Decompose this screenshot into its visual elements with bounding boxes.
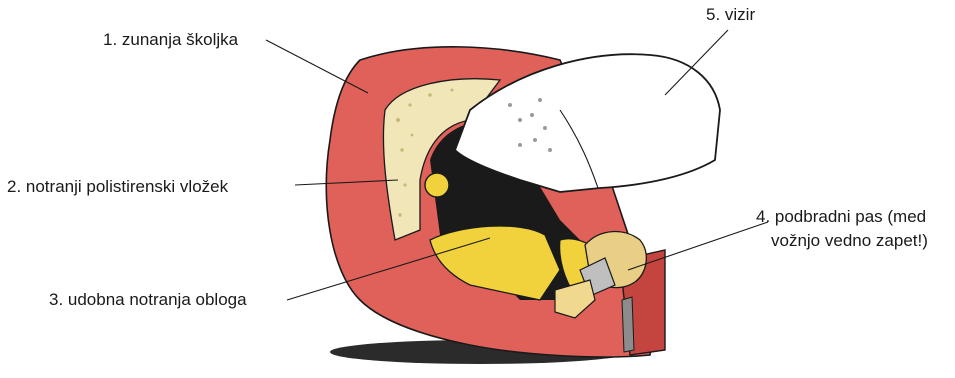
label-comfort-lining: 3. udobna notranja obloga bbox=[49, 290, 247, 310]
label-visor: 5. vizir bbox=[706, 5, 755, 25]
leader-line-outer-shell bbox=[266, 40, 368, 93]
visor-pivot-icon bbox=[425, 173, 449, 197]
label-outer-shell: 1. zunanja školjka bbox=[103, 30, 238, 50]
label-chin-strap-line1: 4. podbradni pas (med bbox=[756, 207, 926, 227]
label-chin-strap-line2: vožnjo vedno zapet!) bbox=[771, 231, 928, 251]
leader-line-chinstrap bbox=[628, 222, 768, 270]
label-polystyrene-insert: 2. notranji polistirenski vložek bbox=[7, 177, 228, 197]
shell-edge-grey bbox=[622, 297, 634, 352]
